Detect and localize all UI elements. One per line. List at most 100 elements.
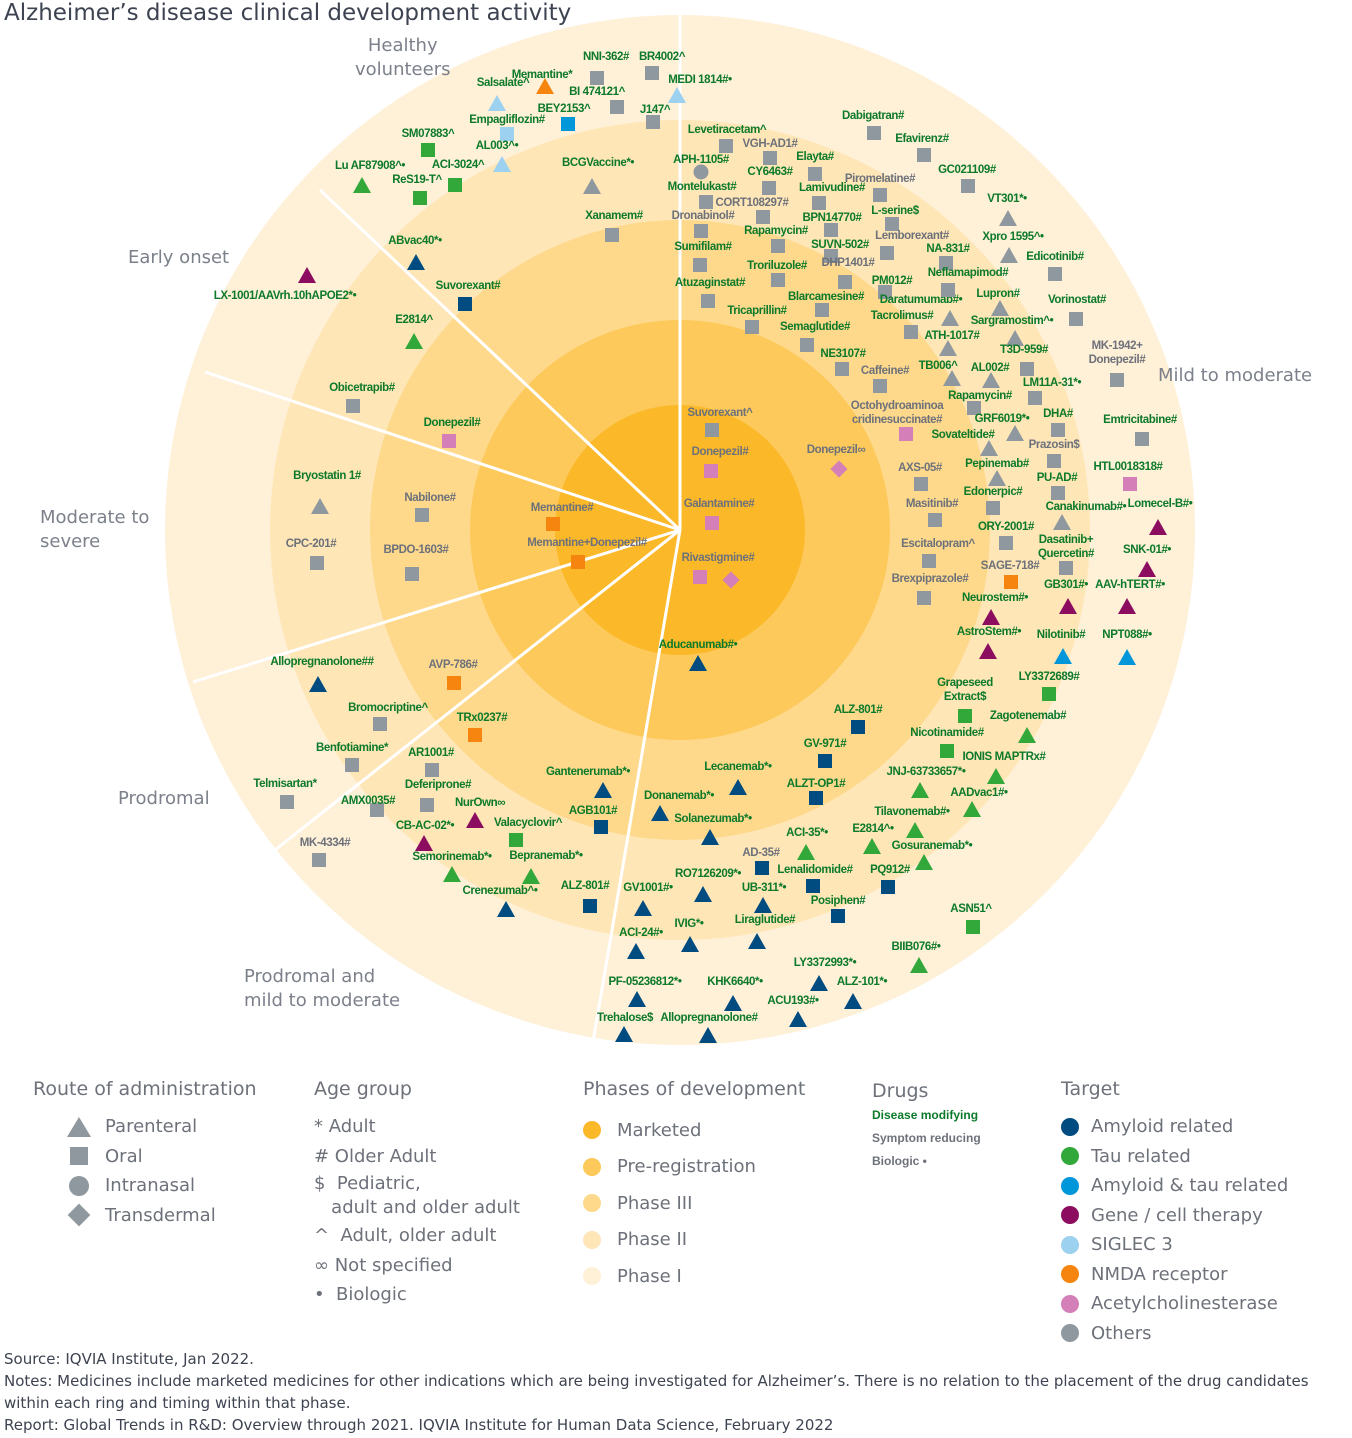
triangle-icon [844,993,862,1009]
drug-label: APH-1105# [673,154,729,166]
square-icon [873,188,887,202]
legend-drugs-title: Drugs [872,1080,929,1102]
square-icon [880,246,894,260]
segment-label-mild-to-moderate: Mild to moderate [1158,365,1313,386]
triangle-icon [988,470,1006,486]
legend-disease-modifying: Disease modifying [872,1108,979,1122]
drug-label: AR1001# [408,747,454,759]
drug-label: HTL0018318# [1093,461,1163,473]
drug-label: SM07883^ [401,128,455,140]
footer: Source: IQVIA Institute, Jan 2022. Notes… [4,1348,1352,1436]
square-icon [917,148,931,162]
legend-symptom-reducing: Symptom reducing [872,1131,981,1145]
drug-label: Allopregnanolone# [660,1012,758,1024]
legend-biologic: Biologic • [872,1154,927,1168]
drug-label: Salsalate^ [476,77,530,89]
square-icon [939,256,953,270]
triangle-icon [309,676,327,692]
triangle-icon [1149,519,1167,535]
triangle-icon [789,1011,807,1027]
square-icon [771,239,785,253]
square-icon [928,513,942,527]
square-icon [468,728,482,742]
square-icon [812,196,826,210]
phase-swatch-icon [583,1230,601,1249]
square-icon [1135,432,1149,446]
triangle-icon [979,643,997,659]
triangle-icon [1006,425,1024,441]
drug-label: SUVN-502# [811,239,869,251]
drug-label: AAV-hTERT#• [1095,579,1165,591]
drug-label: SNK-01#• [1122,544,1172,556]
drug-label: UB-311*• [741,882,787,894]
square-icon [546,517,560,531]
legend-age-adult-older: ^ Adult, older adult [314,1225,497,1247]
drug-label: BPN14770# [802,212,862,224]
drug-label: Donepezil# [423,417,481,429]
drug-label: Donanemab*• [644,790,714,802]
square-icon [835,362,849,376]
legend-label: Gene / cell therapy [1091,1204,1263,1226]
square-icon [415,508,429,522]
drug-label: CB-AC-02*• [395,820,455,832]
triangle-icon [311,498,329,514]
square-icon [756,210,770,224]
target-swatch-icon [1061,1176,1079,1195]
drug-label: Aducanumab#• [658,639,738,651]
square-icon [705,423,719,437]
drug-label: Sumifilam# [674,241,732,253]
drug-label: MEDI 1814#• [668,74,732,86]
legend-target-item: SIGLEC 3 [1061,1230,1288,1260]
legend-age-adult: * Adult [314,1116,376,1138]
drug-label: AGB101# [568,805,618,817]
triangle-icon [536,78,554,94]
drug-label: BCGVaccine*• [561,157,635,169]
triangle-icon [594,782,612,798]
drug-label: BI 474121^ [569,86,625,98]
square-icon [509,833,523,847]
legend-label: Amyloid related [1091,1116,1234,1138]
square-icon [806,879,820,893]
target-swatch-icon [1061,1235,1079,1254]
square-icon [561,117,575,131]
phase-swatch-icon [583,1157,601,1176]
square-icon [590,71,604,85]
segment-label-moderate-to-severe: Moderate to severe [40,507,150,552]
square-icon [922,554,936,568]
drug-label: Gosuranemab*• [891,840,973,852]
drug-label: GRF6019*• [974,413,1030,425]
page-title: Alzheimer’s disease clinical development… [4,0,572,26]
triangle-icon [668,87,686,103]
square-icon [800,338,814,352]
drug-label: Xpro 1595^• [982,231,1044,243]
square-icon [610,100,624,114]
drug-label: E2814^ [395,314,433,326]
square-icon [824,223,838,237]
square-icon [838,275,852,289]
square-icon [958,709,972,723]
square-icon [405,567,419,581]
triangle-icon [497,901,515,917]
footer-report: Report: Global Trends in R&D: Overview t… [4,1416,834,1434]
drug-label: Nabilone# [404,492,456,504]
legend-label: Amyloid & tau related [1091,1175,1289,1197]
drug-label: NPT088#• [1102,629,1152,641]
square-icon [914,477,928,491]
triangle-icon [1000,247,1018,263]
legend-age-biologic: • Biologic [314,1284,407,1306]
drug-label: NA-831# [926,243,970,255]
legend-route: Route of administration Parenteral Oral … [33,1078,257,1230]
legend-label: Marketed [617,1119,702,1141]
triangle-icon [863,838,881,854]
drug-label: Lupron# [976,288,1020,300]
square-icon [694,224,708,238]
legend-target-item: Amyloid related [1061,1112,1288,1142]
footer-source: Source: IQVIA Institute, Jan 2022. [4,1350,254,1368]
square-icon [966,920,980,934]
square-icon [705,516,719,530]
legend-drugs: Drugs Disease modifying Symptom reducing… [872,1080,981,1173]
drug-label: Neurostem#• [961,592,1029,604]
drug-label: Tricaprillin# [727,305,787,317]
drug-label: Dabigatran# [841,110,905,122]
drug-label: BIIB076#• [891,941,941,953]
